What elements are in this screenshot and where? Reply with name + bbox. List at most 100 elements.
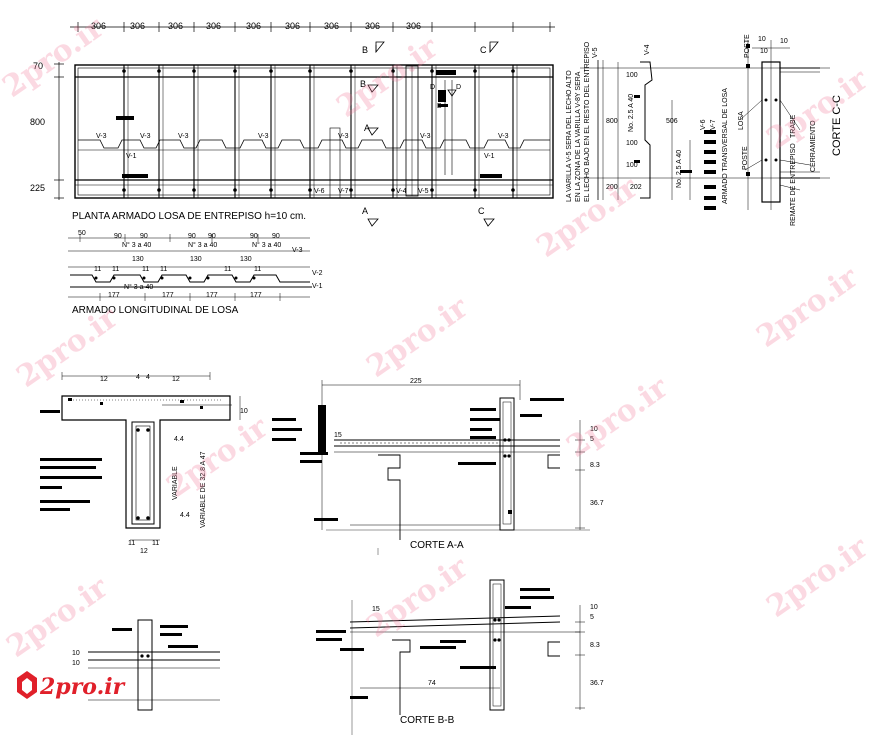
- long-bar-label: V-2: [312, 270, 323, 277]
- section-marker: A: [364, 123, 371, 133]
- aa-dim: 8.3: [590, 462, 600, 469]
- bar-label: V-3: [178, 133, 189, 140]
- detail-dim: 4.4: [174, 436, 184, 443]
- long-dim: N° 3 a 40: [252, 242, 282, 249]
- corte-bb-title: CORTE B-B: [400, 715, 455, 726]
- c-dim: 506: [666, 118, 678, 125]
- detail-dim: 11: [128, 540, 136, 547]
- section-marker: B: [437, 103, 442, 110]
- bar-label: V-5: [418, 188, 429, 195]
- bar-label: V-6: [314, 188, 325, 195]
- note-line-1: LA VARILLA V-5 SERA DEL LECHO ALTO: [566, 70, 573, 202]
- long-dim: 90: [140, 233, 148, 240]
- section-aa: [272, 380, 590, 555]
- long-bar-label: V-3: [292, 247, 303, 254]
- cc-dim: 10: [760, 48, 768, 55]
- span-dim-9: 306: [406, 21, 422, 31]
- cc-label-poste: POSTE: [744, 34, 751, 58]
- cc-label-losa: LOSA: [738, 111, 745, 130]
- spacing-label: No. 2.5 A 40: [628, 93, 635, 132]
- site-logo[interactable]: 2pro.ir: [40, 674, 125, 700]
- c-dim: 10: [758, 36, 766, 43]
- bb-dim: 10: [590, 604, 598, 611]
- small-detail-dim: 10: [72, 650, 80, 657]
- detail-dim: 4: [146, 374, 150, 381]
- span-dim-5: 306: [246, 21, 262, 31]
- section-marker: D: [456, 84, 462, 91]
- long-dim: 177: [250, 292, 262, 299]
- section-marker: A: [362, 206, 369, 216]
- aa-dim: 10: [590, 426, 598, 433]
- c-dim: 10: [780, 38, 788, 45]
- c-dim: 100: [626, 162, 638, 169]
- long-dim: 90: [272, 233, 280, 240]
- bb-dim: 5: [590, 614, 594, 621]
- corte-aa-title: CORTE A-A: [410, 540, 464, 551]
- spacing-label: No. 2.5 A 40: [676, 149, 683, 188]
- long-dim: 11: [160, 266, 168, 273]
- bar-label: V-3: [338, 133, 349, 140]
- c-dim: 200: [606, 184, 618, 191]
- span-dim-4: 306: [206, 21, 222, 31]
- small-detail-dim: 10: [72, 660, 80, 667]
- aa-dim: 36.7: [590, 500, 604, 507]
- long-dim: 50: [78, 230, 86, 237]
- detail-dim: 10: [240, 408, 248, 415]
- bar-label: V-1: [126, 153, 137, 160]
- section-cc: [580, 40, 830, 210]
- long-dim: 90: [250, 233, 258, 240]
- bar-detail-vertical: [597, 60, 716, 210]
- detail-dim: 4.4: [180, 512, 190, 519]
- cc-label-remate: REMATE DE ENTREPISO: [790, 143, 797, 226]
- aa-dim: 225: [410, 378, 422, 385]
- bar-v6-label: V-6: [700, 119, 707, 130]
- bar-label: V-3: [498, 133, 509, 140]
- height-dim-70: 70: [33, 61, 44, 71]
- section-marker: D: [430, 84, 436, 91]
- long-dim: 177: [206, 292, 218, 299]
- long-dim: N° 3 a 40: [124, 284, 154, 291]
- span-dim-3: 306: [168, 21, 184, 31]
- note-line-2: EN LA ZONA DE LA VARILLA V-8Y SERA: [575, 71, 582, 202]
- longitudinal-title: ARMADO LONGITUDINAL DE LOSA: [72, 305, 239, 316]
- long-dim: 130: [132, 256, 144, 263]
- transversal-title: ARMADO TRANSVERSAL DE LOSA: [722, 88, 729, 204]
- bb-dim: 8.3: [590, 642, 600, 649]
- bar-label: V-1: [484, 153, 495, 160]
- slab-plan: [54, 22, 555, 227]
- long-dim: N° 3 a 40: [188, 242, 218, 249]
- section-bb: [316, 579, 585, 735]
- long-dim: 90: [188, 233, 196, 240]
- height-dim-800: 800: [30, 117, 46, 127]
- bar-label: V-3: [420, 133, 431, 140]
- c-dim: 100: [626, 140, 638, 147]
- span-dim-7: 306: [324, 21, 340, 31]
- long-dim: 11: [112, 266, 120, 273]
- bar-label: V-7: [338, 188, 349, 195]
- bar-v7-label: V-7: [710, 119, 717, 130]
- long-dim: 177: [108, 292, 120, 299]
- bar-v5-label: V-5: [592, 47, 599, 58]
- note-line-3: EL LECHO BAJO EN EL RESTO DEL ENTREPISO: [584, 41, 591, 202]
- small-detail: [88, 619, 220, 711]
- joist-section-detail: [40, 372, 241, 541]
- span-dim-1: 306: [91, 21, 107, 31]
- c-dim: 800: [606, 118, 618, 125]
- detail-dim: 12: [140, 548, 148, 555]
- aa-dim: 5: [590, 436, 594, 443]
- section-marker: C: [478, 206, 485, 216]
- section-marker: B: [362, 45, 369, 55]
- long-dim: 11: [94, 266, 102, 273]
- long-dim: 11: [224, 266, 232, 273]
- long-dim: 11: [254, 266, 262, 273]
- height-dim-225: 225: [30, 183, 46, 193]
- detail-dim: 11: [152, 540, 160, 547]
- long-dim: 130: [190, 256, 202, 263]
- long-bar-label: V-1: [312, 283, 323, 290]
- logo-icon: [17, 671, 37, 699]
- bb-dim: 36.7: [590, 680, 604, 687]
- bb-dim: 74: [428, 680, 436, 687]
- long-dim: 90: [114, 233, 122, 240]
- bar-label: V-3: [96, 133, 107, 140]
